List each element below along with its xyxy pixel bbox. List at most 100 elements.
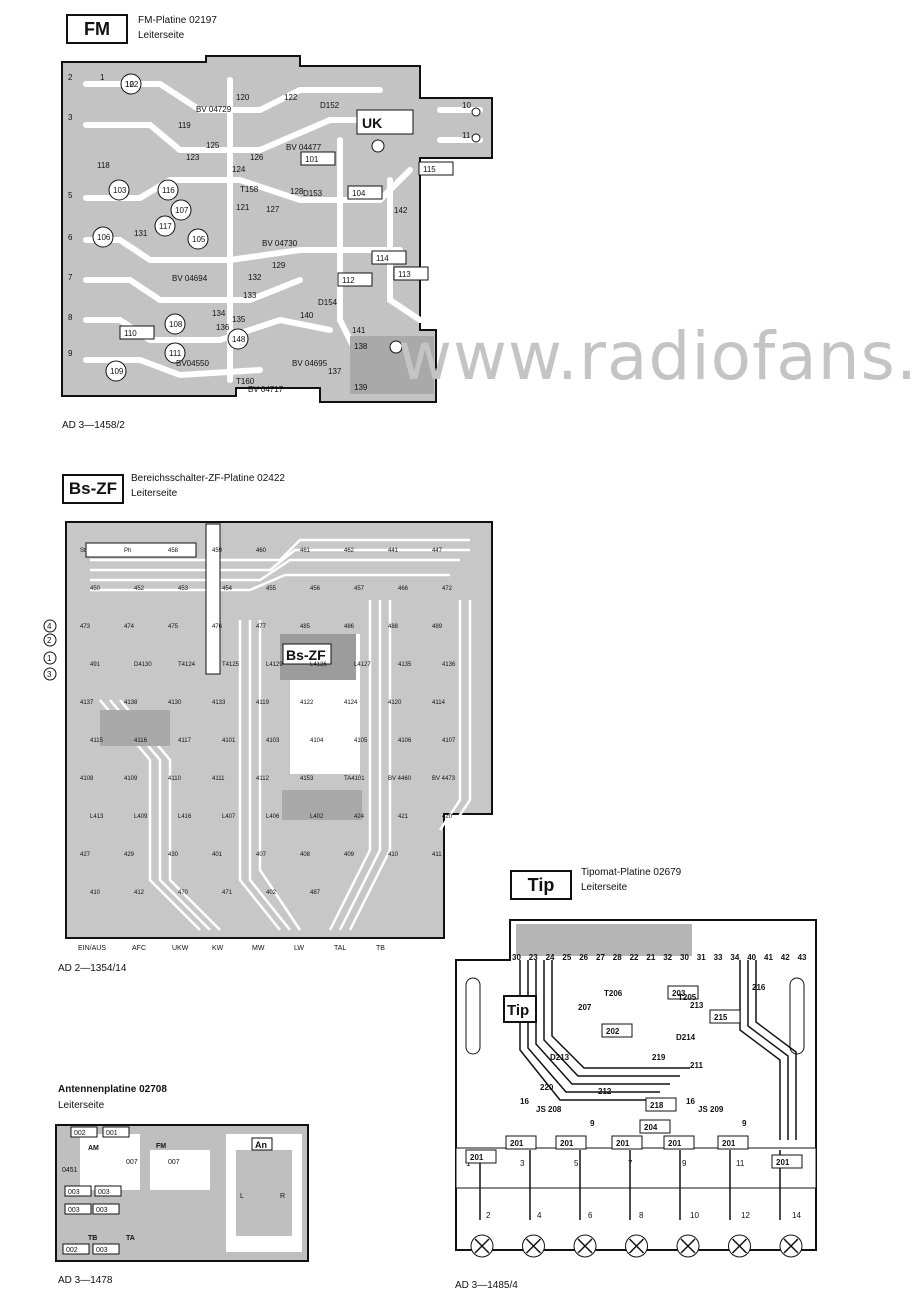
fm-component-label: 103: [113, 186, 127, 195]
tip-lamp-cross: [525, 1238, 542, 1254]
fm-component-pad: [108, 179, 130, 201]
tip-component-label: 203: [672, 989, 686, 998]
fm-component-label: 141: [352, 326, 366, 335]
bszf-bottom-connector-label: TAL: [334, 945, 346, 952]
fm-resistor-box: [371, 250, 407, 265]
fm-resistor-box: [393, 266, 429, 281]
fm-component-label: 138: [354, 342, 368, 351]
bszf-component-label: T4125: [222, 662, 240, 668]
bszf-component-label: 4105: [354, 738, 368, 744]
fm-resistor-box: [337, 272, 373, 287]
bszf-component-label: 4115: [90, 738, 104, 744]
fm-component-label: 10: [462, 101, 471, 110]
bszf-component-label: 4130: [168, 700, 182, 706]
fm-component-label: 109: [110, 367, 124, 376]
ant-component-label: AM: [88, 1145, 99, 1152]
bszf-side-connector-label: 4: [47, 622, 52, 631]
bszf-component-label: 491: [90, 662, 101, 668]
tip-top-pin-label: 41: [764, 953, 773, 962]
fm-component-label: 106: [97, 233, 111, 242]
bszf-component-label: 427: [80, 852, 91, 858]
bszf-component-label: 412: [134, 890, 145, 896]
fm-component-label: 140: [300, 311, 314, 320]
bszf-component-label: 452: [134, 586, 145, 592]
fm-component-pad: [164, 313, 186, 335]
tip-row-pin-bottom: 12: [741, 1211, 750, 1220]
tip-top-pin-label: 23: [529, 953, 538, 962]
tip-row-pin-bottom: 10: [690, 1211, 699, 1220]
tip-row-pin-top: 3: [520, 1159, 525, 1168]
fm-component-label: 11: [462, 131, 471, 140]
fm-component-label: 114: [376, 254, 389, 263]
bszf-component-label: 489: [432, 624, 443, 630]
fm-component-label: 116: [162, 186, 175, 195]
tip-component-label: 204: [644, 1123, 658, 1132]
bszf-component-label: St: [80, 548, 86, 554]
fm-component-label: 127: [266, 205, 280, 214]
tip-component-label: 201: [510, 1139, 524, 1148]
bszf-side-connector-label: 2: [47, 636, 52, 645]
bszf-component-label: 462: [344, 548, 355, 554]
tip-lamp-cross: [783, 1238, 799, 1254]
fm-component-label: 121: [236, 203, 250, 212]
fm-component-label: 5: [68, 191, 73, 200]
fm-component-label: 110: [124, 329, 137, 338]
bszf-component-label: 461: [300, 548, 311, 554]
bszf-side-connector-label: 1: [47, 654, 52, 663]
fm-component-label: 137: [328, 367, 342, 376]
bszf-component-label: 429: [124, 852, 135, 858]
fm-component-label: BV 04694: [172, 274, 208, 283]
ant-component-label: 0451: [62, 1167, 78, 1174]
bszf-component-label: T4124: [178, 662, 196, 668]
tip-component-label: 202: [606, 1027, 620, 1036]
bszf-component-label: 457: [354, 586, 365, 592]
tip-top-pin-label: 30: [512, 953, 521, 962]
fm-component-label: BV 04717: [248, 385, 284, 394]
tip-component-label: 201: [470, 1153, 484, 1162]
fm-component-label: 125: [206, 141, 220, 150]
tip-component-label: 16: [686, 1097, 695, 1106]
tip-component-label: 201: [722, 1139, 736, 1148]
bszf-component-label: 454: [222, 586, 233, 592]
bszf-subtitle: Leiterseite: [131, 488, 178, 499]
bszf-component-label: 420: [442, 814, 453, 820]
fm-resistor-box: [418, 161, 454, 176]
ant-component-label: L: [240, 1193, 244, 1200]
bszf-bottom-connector-label: UKW: [172, 945, 189, 952]
watermark-text: www.radiofans.c: [398, 318, 920, 395]
fm-component-label: 105: [192, 235, 206, 244]
ant-component-label: 001: [106, 1130, 118, 1137]
tip-component-box: [465, 1149, 497, 1164]
bszf-side-connector-marker: [43, 667, 57, 681]
tip-component-label: 16: [520, 1097, 529, 1106]
ant-component-label: 002: [74, 1130, 86, 1137]
tip-component-box: [667, 985, 699, 1000]
fm-component-label: 104: [352, 189, 366, 198]
bszf-component-label: BV 4460: [388, 776, 412, 782]
tip-component-box: [645, 1097, 677, 1112]
bszf-bottom-connector-label: LW: [294, 945, 304, 952]
tip-row-pin-top: 9: [682, 1159, 687, 1168]
bszf-side-connector-marker: [43, 633, 57, 647]
tip-top-pin-label: 30: [680, 953, 689, 962]
bszf-component-label: 4120: [388, 700, 402, 706]
bszf-component-label: 487: [310, 890, 321, 896]
bszf-component-label: 408: [300, 852, 311, 858]
bszf-component-label: L4127: [354, 662, 371, 668]
tip-component-box: [611, 1135, 643, 1150]
bszf-component-label: 4122: [300, 700, 314, 706]
bszf-side-connector-marker: [43, 619, 57, 633]
tip-top-pin-label: 24: [546, 953, 555, 962]
fm-component-label: D154: [318, 298, 338, 307]
bszf-component-label: 421: [398, 814, 409, 820]
tip-row-pin-bottom: 4: [537, 1211, 542, 1220]
tip-component-box: [717, 1135, 749, 1150]
tip-component-label: 9: [742, 1119, 747, 1128]
bszf-bottom-connector-label: KW: [212, 945, 224, 952]
bszf-component-label: 4112: [256, 776, 270, 782]
tip-component-box: [709, 1009, 741, 1024]
bszf-component-label: 4138: [124, 700, 138, 706]
fm-component-label: 115: [423, 165, 436, 174]
bszf-component-label: 401: [212, 852, 223, 858]
